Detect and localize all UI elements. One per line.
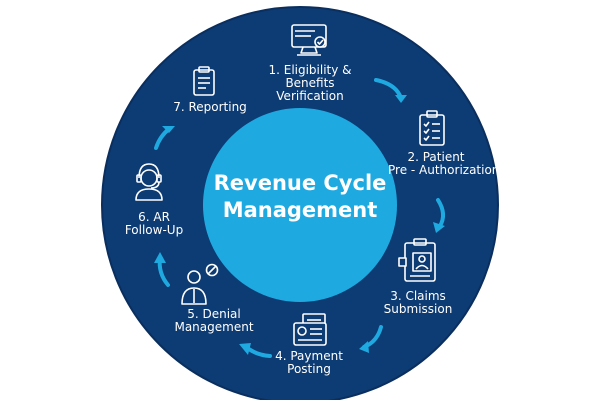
- step-1-label-line-3: Verification: [276, 89, 344, 103]
- step-4-label-line-2: Posting: [287, 362, 331, 376]
- cycle-arrow-6-head: [162, 126, 175, 133]
- step-6-label-line-1: 6. AR: [138, 210, 170, 224]
- payment-document-icon: [293, 313, 327, 346]
- cycle-arrows: [154, 78, 445, 358]
- person-denial-icon: [181, 263, 219, 305]
- step-6-label: 6. AR Follow-Up: [116, 211, 192, 237]
- step-3-label: 3. Claims Submission: [370, 290, 466, 316]
- center-circle: [203, 108, 397, 302]
- step-5-label: 5. Denial Management: [166, 308, 262, 334]
- report-clipboard-icon: [193, 66, 215, 96]
- center-title-line-1: Revenue Cycle: [213, 171, 387, 195]
- cycle-arrow-2-head: [433, 222, 445, 233]
- cycle-arrow-2: [436, 198, 445, 228]
- cycle-arrow-3-head: [359, 341, 369, 353]
- cycle-arrow-5-head: [154, 252, 166, 263]
- step-4-label: 4. Payment Posting: [264, 350, 354, 376]
- step-7-label-line-1: 7. Reporting: [173, 100, 247, 114]
- step-6-label-line-2: Follow-Up: [124, 223, 184, 237]
- step-5-label-line-1: 5. Denial: [187, 307, 241, 321]
- step-4-label-line-1: 4. Payment: [275, 349, 343, 363]
- computer-monitor-icon: [291, 24, 327, 56]
- step-2-label: 2. Patient Pre - Authorization: [388, 150, 500, 177]
- step-7-label: 7. Reporting: [162, 101, 258, 114]
- step-3-label-line-1: 3. Claims: [390, 289, 446, 303]
- cycle-arrow-4-head: [239, 343, 251, 355]
- center-title-line-2: Management: [222, 198, 378, 222]
- step-2-label-line-1: 2. Patient: [407, 150, 465, 164]
- center-title: Revenue Cycle Management: [200, 170, 400, 224]
- clipboard-checklist-icon: [419, 110, 445, 146]
- step-1-label-line-1: 1. Eligibility &: [268, 63, 352, 77]
- step-3-label-line-2: Submission: [383, 302, 453, 316]
- step-1-label-line-2: Benefits: [285, 76, 335, 90]
- step-1-label: 1. Eligibility & Benefits Verification: [263, 64, 357, 103]
- cycle-arrow-1-head: [395, 95, 407, 103]
- step-2-label-line-2: Pre - Authorization: [388, 163, 500, 177]
- headset-agent-icon: [135, 163, 163, 201]
- id-card-form-icon: [398, 238, 436, 282]
- step-5-label-line-2: Management: [174, 320, 254, 334]
